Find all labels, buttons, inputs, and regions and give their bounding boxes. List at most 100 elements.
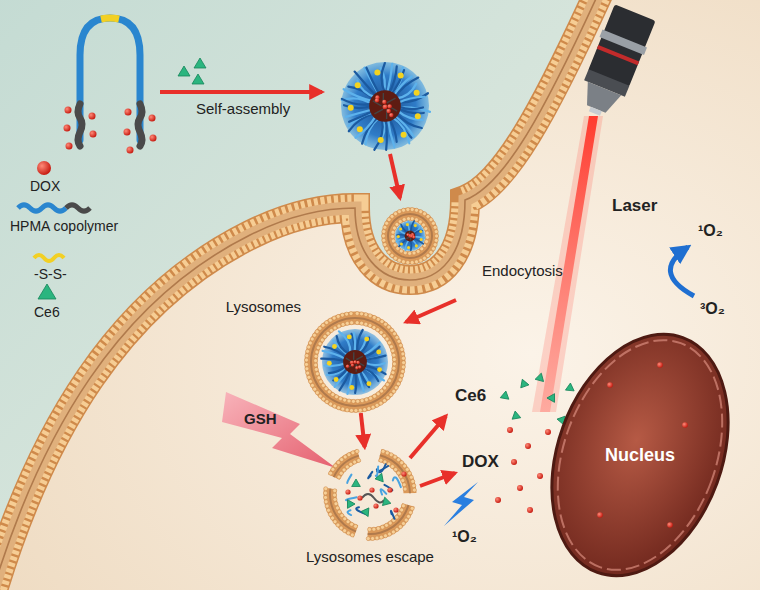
copolymer-icon [64,18,157,154]
lipid-head [324,387,328,391]
ce6-triangle [518,378,529,388]
singlet-oxygen-bolt [444,482,478,526]
lipid-head [360,321,364,325]
dox-dot [124,129,131,136]
bilayer-tails [310,317,400,407]
disulfide-bead [364,337,369,342]
polymer-strand [414,237,425,238]
polymer-strand [347,475,351,483]
dox-dot [351,361,354,364]
polymer-strand [411,221,414,232]
disulfide-bead [415,113,421,119]
lipid-head [341,407,345,411]
lipid-head [402,361,406,365]
escaping-lysosome: Lysosomes escape [326,450,414,538]
core-strand [374,109,383,114]
ce6-triangle [547,391,558,402]
lipid-head [429,218,433,222]
core-strand [353,352,354,360]
lipid-head [382,334,386,338]
lipid-head [337,324,341,328]
lipid-head [398,525,402,529]
lipid-head [325,321,329,325]
lipid-head [383,534,387,538]
gsh-bolt [222,392,336,468]
lipid-head [312,333,316,337]
lipid-head [333,497,337,501]
lipid-head [329,328,333,332]
lipid-head [340,514,344,518]
polymer-micelle [321,329,388,395]
lipid-head [321,323,325,327]
disulfide-bead [397,235,400,238]
lipid-head [385,247,389,251]
disulfide-bead [414,224,417,227]
lipid-head [397,512,401,516]
disulfide-bead [401,132,407,138]
lipid-head [340,313,344,317]
objective-band [597,45,639,65]
cell-membrane [0,0,600,590]
lipid-head [333,520,337,524]
polymer-strand [363,343,380,356]
lipid-head [347,399,351,403]
lipid-head [395,222,399,226]
lipid-head [412,488,416,492]
lipid-head [433,243,437,247]
lipid-head [329,471,333,475]
lipid-head [382,238,386,242]
lipid-head [406,261,410,265]
laser-label: Laser [612,196,657,216]
process-arrow [390,154,400,198]
polymer-micelle [341,62,430,150]
disulfide-bead [334,377,339,382]
lipid-head [318,394,322,398]
dox-dot [511,459,517,465]
legend-text: HPMA copolymer [10,218,118,234]
lipid-head [385,451,389,455]
lipid-head [390,328,394,332]
lipid-head [396,471,400,475]
lipid-head [418,220,422,224]
dox-dot [356,361,359,364]
lipid-head [349,462,353,466]
release-arrow [420,473,455,486]
lipid-head [426,254,430,258]
lipid-head [383,243,387,247]
dox-dot [525,443,531,449]
polymer-strand [352,334,355,352]
dox-dot [527,507,533,513]
core-strand [362,494,384,503]
bilayer-tails [387,213,433,259]
dox-dot [369,487,374,492]
lipid-head [387,250,391,254]
lipid-head [434,230,438,234]
lipid-head [408,471,412,475]
dox-dot [127,147,134,154]
disulfide-bead [406,223,409,226]
label-holder: GSH [244,410,277,427]
bilayer-tails [333,455,359,478]
lipid-head [381,234,385,238]
lipid-head [331,393,335,397]
lipid-head [433,225,437,229]
lipid-head [326,331,330,335]
lipid-head [346,520,350,524]
dox-dot [412,236,415,239]
lipid-head [383,225,387,229]
lipid-head [364,313,368,317]
disulfide-link [101,18,119,19]
lipid-head [376,328,380,332]
lipid-head [346,531,350,535]
disulfide-bead [332,344,337,349]
polymer-strand [381,489,387,494]
lipid-head [401,504,405,508]
lipid-head [397,258,401,262]
lipid-head [317,376,321,380]
lipid-head [332,316,336,320]
polymer-micelle [395,221,425,251]
lipid-head [402,483,406,487]
dox-dot [150,135,157,142]
lipid-head [385,221,389,225]
self-assembly-arrow [160,58,322,92]
